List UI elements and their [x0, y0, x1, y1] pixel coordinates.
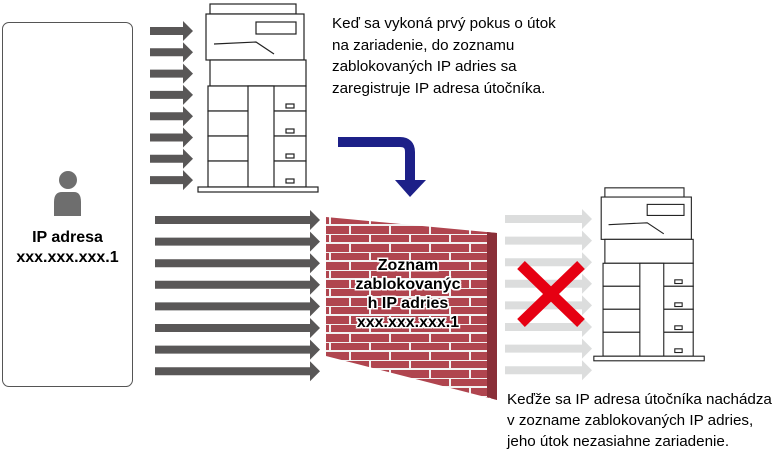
attacker-ip-address: xxx.xxx.xxx.1	[16, 249, 119, 266]
blocked-list-label: Zoznam zablokovanýc h IP adries xxx.xxx.…	[326, 256, 490, 332]
arrow	[505, 230, 592, 251]
arrow	[155, 339, 320, 360]
arrow	[505, 295, 592, 316]
printer-part	[197, 186, 319, 193]
printer-part	[209, 3, 297, 15]
printer-part	[285, 103, 295, 109]
printer-part	[674, 302, 683, 308]
printer-part	[285, 153, 295, 159]
blocked-list-line2: zablokovanýc	[355, 276, 461, 293]
printer-part	[285, 178, 295, 184]
arrow	[150, 170, 193, 191]
arrow	[155, 231, 320, 252]
printer-part	[646, 203, 685, 216]
printer-part	[674, 348, 683, 354]
arrow	[505, 317, 592, 337]
arrow	[150, 84, 193, 105]
printer-part	[285, 128, 295, 134]
arrow	[505, 252, 592, 273]
bent-arrow-icon	[338, 137, 426, 197]
arrow	[505, 360, 592, 381]
arrow	[505, 338, 592, 359]
printer-part	[593, 355, 705, 362]
attack-arrows-first	[150, 21, 193, 191]
arrow	[155, 253, 320, 274]
printer-part	[604, 187, 685, 198]
arrow	[155, 361, 320, 382]
arrow	[150, 21, 193, 41]
printer-part	[255, 21, 297, 35]
printer-icon	[197, 3, 319, 193]
printer-part	[639, 262, 665, 357]
printer-part	[674, 279, 683, 285]
attack-arrows-second	[155, 210, 320, 382]
printer-part	[213, 41, 275, 55]
arrow	[505, 273, 592, 294]
printer-part	[209, 59, 307, 87]
caption-blocked: Keďže sa IP adresa útočníka nachádza v z…	[507, 391, 772, 450]
blocked-list-ip: xxx.xxx.xxx.1	[356, 314, 460, 331]
printer-icon	[593, 187, 705, 362]
printer-part	[600, 196, 692, 240]
attacker-label-line1: IP adresa	[32, 229, 103, 246]
caption-registration: Keď sa vykoná prvý pokus o útok na zaria…	[332, 15, 556, 97]
printer-part	[205, 13, 305, 61]
arrow	[155, 210, 320, 230]
attacker-ip-label: IP adresa xxx.xxx.xxx.1	[2, 228, 133, 268]
arrow	[155, 318, 320, 338]
arrow	[150, 127, 193, 148]
arrow	[150, 106, 193, 127]
firewall-icon	[326, 217, 497, 400]
printer-part	[247, 85, 275, 188]
blocked-list-line1: Zoznam	[377, 257, 439, 274]
arrow	[150, 42, 193, 63]
blocked-list-line3: h IP adries	[367, 295, 449, 312]
arrow	[150, 148, 193, 169]
printer-part	[674, 325, 683, 331]
printer-part	[604, 238, 694, 264]
arrow	[155, 274, 320, 295]
arrow	[505, 209, 592, 229]
arrow	[150, 63, 193, 84]
printer-part	[608, 222, 665, 235]
blocked-arrows	[505, 209, 592, 381]
person-icon	[54, 171, 81, 216]
cross-icon	[517, 261, 585, 327]
arrow	[155, 296, 320, 317]
